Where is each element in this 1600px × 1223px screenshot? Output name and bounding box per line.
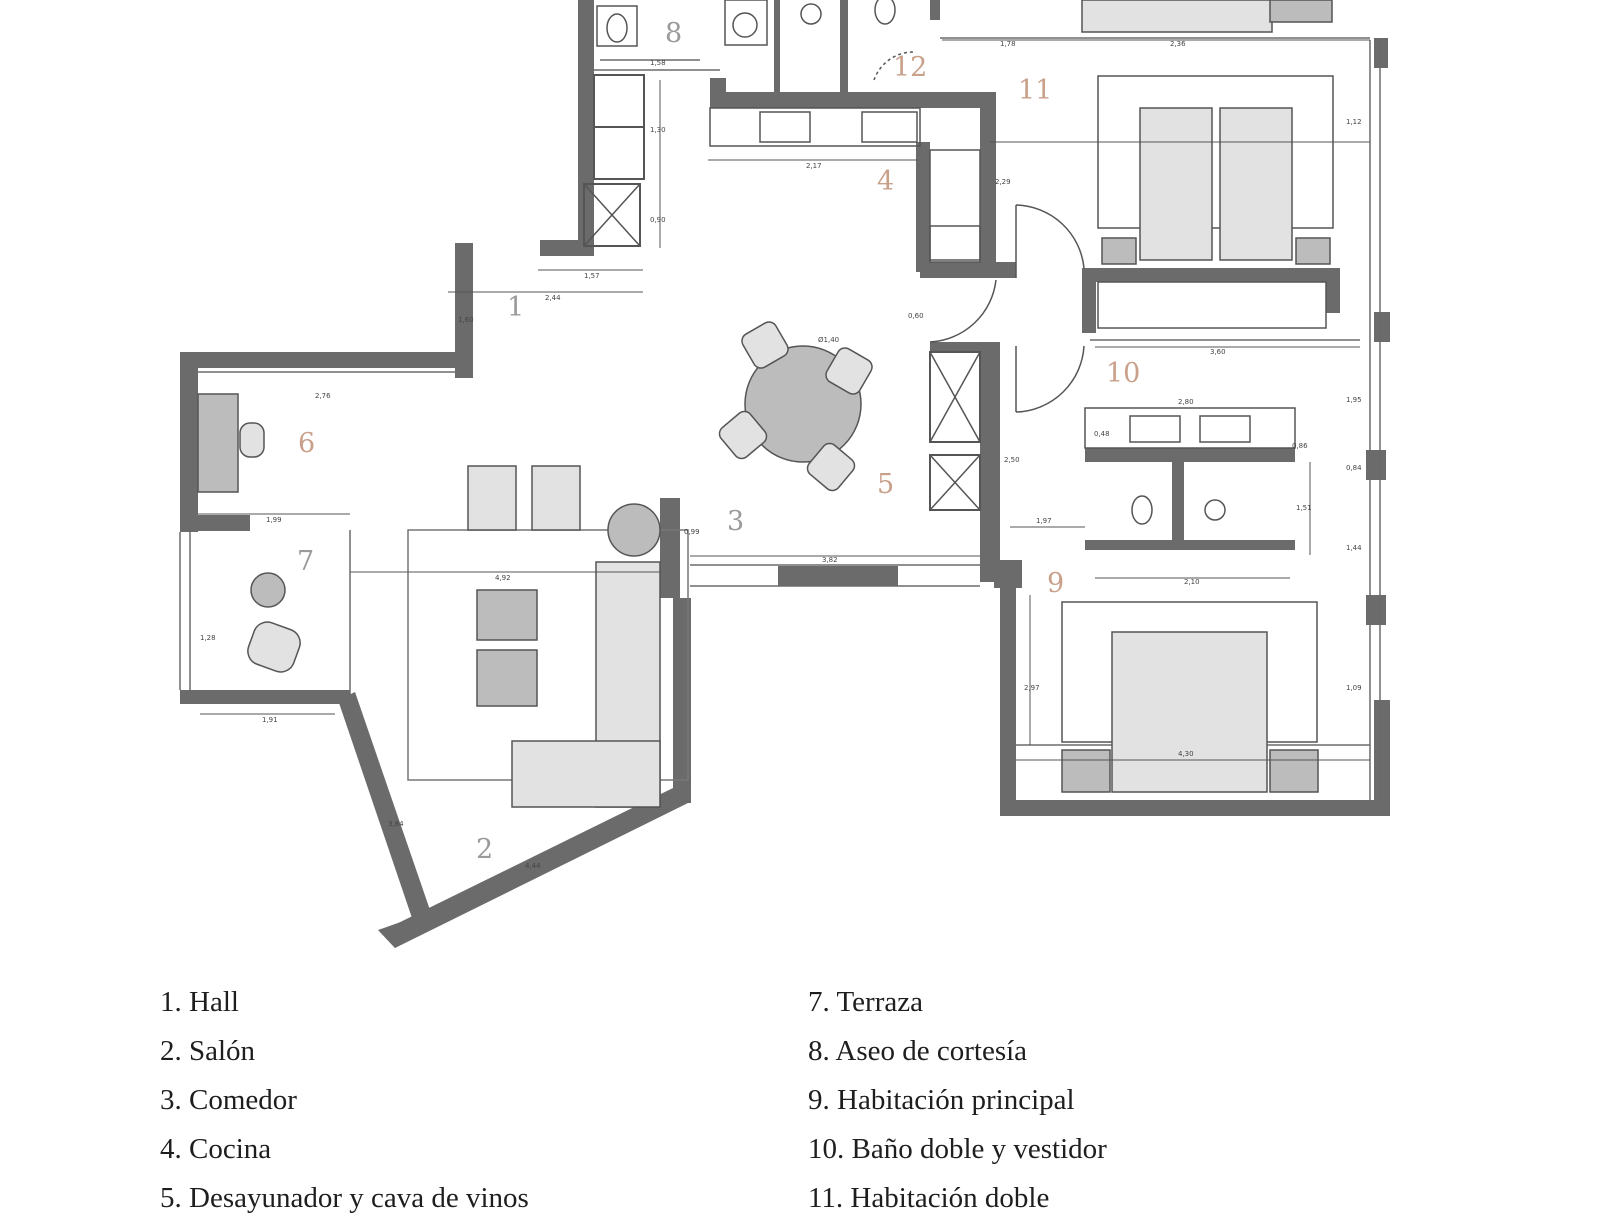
legend-item: 4. Cocina [160, 1133, 272, 1165]
legend-item: 10. Baño doble y vestidor [808, 1133, 1107, 1165]
door-swings [873, 51, 1085, 413]
room-numbers: 1 2 3 4 5 6 7 8 9 10 11 12 [297, 18, 1140, 865]
dim-label: 1,09 [1346, 684, 1362, 692]
dim-label: 4,92 [495, 574, 511, 582]
room-number-1: 1 [507, 292, 524, 323]
dim-label: 1,97 [1036, 517, 1052, 525]
dim-label: 1,91 [262, 716, 278, 724]
dim-label: 1,57 [584, 272, 600, 280]
floor-plan: 1,57 2,44 1,60 2,76 1,99 1,28 1,91 3,84 … [179, 0, 1390, 948]
dim-label: 3,84 [388, 820, 404, 828]
room-number-9: 9 [1047, 568, 1064, 599]
room-number-11: 11 [1018, 75, 1052, 106]
dim-label: 1,99 [266, 516, 282, 524]
legend-item: 11. Habitación doble [808, 1182, 1050, 1214]
dim-label: 2,50 [1004, 456, 1020, 464]
dim-label: 3,60 [1210, 348, 1226, 356]
dim-label: 0,99 [684, 528, 700, 536]
legend-item: 9. Habitación principal [808, 1084, 1075, 1116]
dim-label: 2,44 [545, 294, 561, 302]
dim-label: 1,12 [1346, 118, 1362, 126]
room-number-3: 3 [727, 506, 744, 537]
dim-label: 4,30 [1178, 750, 1194, 758]
room-number-5: 5 [877, 469, 894, 500]
dim-label: 2,97 [1024, 684, 1040, 692]
dim-label: 2,76 [315, 392, 331, 400]
legend-item: 1. Hall [160, 986, 239, 1018]
dim-label: 0,90 [650, 216, 666, 224]
room-number-4: 4 [877, 166, 894, 197]
dim-label: Ø1,40 [818, 336, 839, 344]
legend-item: 8. Aseo de cortesía [808, 1035, 1028, 1067]
dim-label: 2,80 [1178, 398, 1194, 406]
dim-label: 1,51 [1296, 504, 1312, 512]
dim-label: 0,86 [1292, 442, 1308, 450]
legend-item: 5. Desayunador y cava de vinos [160, 1182, 529, 1214]
furniture [197, 0, 1334, 808]
legend: 1. Hall 2. Salón 3. Comedor 4. Cocina 5.… [0, 950, 1600, 1214]
dimension-lines [198, 39, 1370, 761]
dim-label: 1,30 [650, 126, 666, 134]
dim-label: 2,17 [806, 162, 822, 170]
dim-label: 3,82 [822, 556, 838, 564]
room-number-7: 7 [297, 546, 314, 577]
legend-item: 3. Comedor [160, 1084, 297, 1116]
dim-label: 1,60 [458, 316, 474, 324]
dim-label: 1,78 [1000, 40, 1016, 48]
legend-item: 7. Terraza [808, 986, 923, 1018]
dim-label: 1,95 [1346, 396, 1362, 404]
dim-label: 0,84 [1346, 464, 1362, 472]
room-number-8: 8 [665, 18, 682, 49]
dimension-labels: 1,57 2,44 1,60 2,76 1,99 1,28 1,91 3,84 … [200, 40, 1362, 870]
legend-column-right: 7. Terraza 8. Aseo de cortesía 9. Habita… [808, 978, 1107, 1223]
walls [180, 0, 1390, 948]
room-number-12: 12 [893, 52, 927, 83]
legend-item: 2. Salón [160, 1035, 256, 1067]
room-number-2: 2 [476, 834, 493, 865]
legend-column-left: 1. Hall 2. Salón 3. Comedor 4. Cocina 5.… [160, 978, 529, 1223]
room-number-10: 10 [1106, 358, 1140, 389]
dim-label: 0,48 [1094, 430, 1110, 438]
dim-label: 1,58 [650, 59, 666, 67]
dim-label: 2,29 [995, 178, 1011, 186]
dim-label: 1,28 [200, 634, 216, 642]
dim-label: 2,10 [1184, 578, 1200, 586]
dim-label: 2,36 [1170, 40, 1186, 48]
dim-label: 4,44 [525, 862, 541, 870]
room-number-6: 6 [298, 428, 315, 459]
dim-label: 1,44 [1346, 544, 1362, 552]
dim-label: 0,60 [908, 312, 924, 320]
thin-lines [179, 37, 1381, 800]
